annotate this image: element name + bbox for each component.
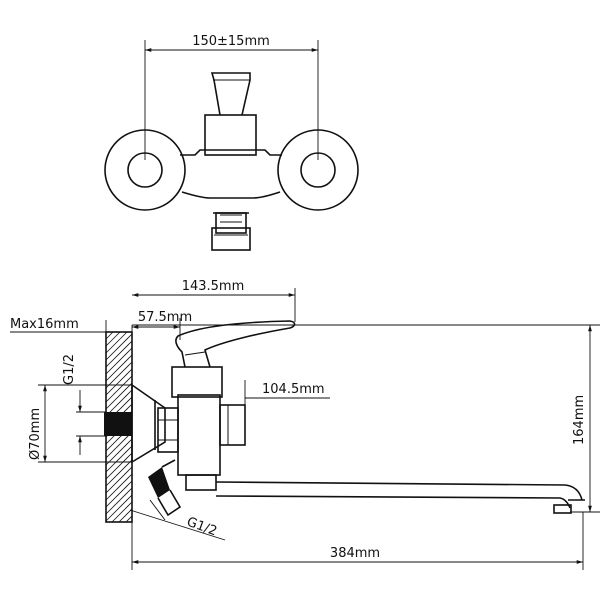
max-wall-dimension: Max16mm [10, 317, 110, 340]
thread-bottom-dimension: G1/2 [129, 499, 226, 541]
spout [185, 474, 585, 514]
flange-diameter-label: Ø70mm [28, 408, 43, 460]
left-eccentric-disc [104, 129, 186, 211]
spout-height-dimension: 164mm [570, 325, 600, 513]
hex-nut [157, 407, 179, 453]
bottom-outlet [148, 459, 182, 517]
body-depth-dimension: 104.5mm [244, 380, 330, 408]
total-length-dimension: 384mm [132, 512, 584, 570]
top-view: 150±15mm [104, 34, 359, 251]
center-distance-label: 150±15mm [192, 34, 270, 49]
flange-diameter-dimension: Ø70mm [28, 384, 132, 463]
lever-handle-side [175, 320, 296, 368]
thread-bottom-label: G1/2 [185, 515, 219, 540]
mixer-body-side [171, 366, 246, 476]
mixer-body-top [180, 149, 282, 199]
wall-offset-label: 57.5mm [138, 310, 192, 325]
lever-handle-top [204, 72, 257, 156]
inlet-connector [104, 412, 132, 436]
handle-reach-dimension: 143.5mm [132, 279, 296, 322]
thread-top-dimension: G1/2 [62, 354, 106, 455]
max-wall-label: Max16mm [10, 317, 79, 332]
center-distance-dimension: 150±15mm [144, 34, 319, 160]
outlet-aerator-top [211, 212, 251, 251]
spout-height-label: 164mm [572, 395, 587, 445]
flange [131, 383, 166, 464]
body-depth-label: 104.5mm [262, 382, 325, 397]
wall-offset-dimension: 57.5mm [132, 310, 192, 340]
right-eccentric-disc [277, 129, 359, 211]
thread-top-label: G1/2 [62, 354, 77, 385]
side-view: 143.5mm 57.5mm Max16mm 104.5mm G1/2 [10, 279, 600, 570]
total-length-label: 384mm [330, 546, 380, 561]
handle-reach-label: 143.5mm [182, 279, 245, 294]
